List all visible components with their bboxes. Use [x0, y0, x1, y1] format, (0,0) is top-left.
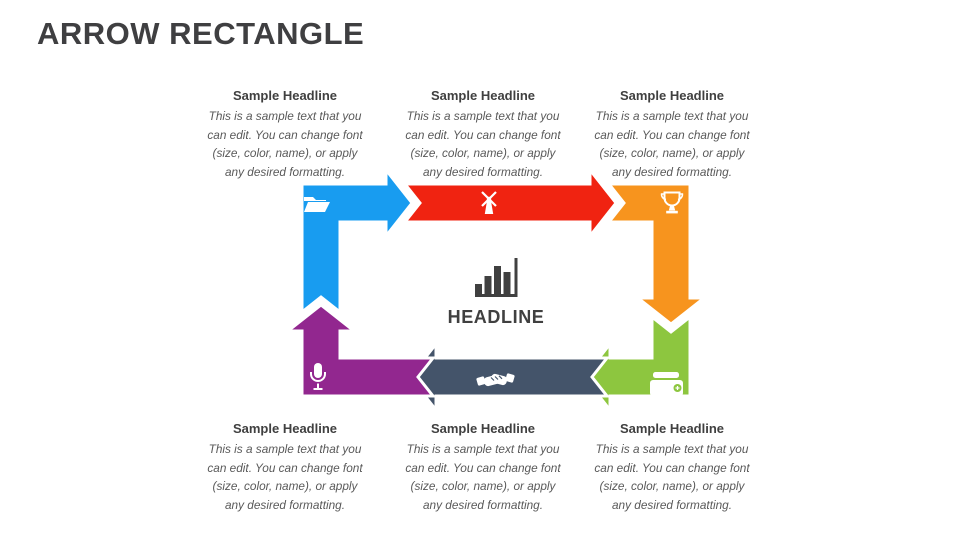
- block-body-line: any desired formatting.: [225, 497, 345, 512]
- text-block-top-right: Sample Headline This is a sample text th…: [577, 88, 767, 181]
- block-body-line: (size, color, name), or apply: [410, 479, 556, 493]
- center-headline: HEADLINE: [447, 307, 545, 327]
- block-body-line: This is a sample text that you: [595, 442, 749, 456]
- arrow-segment-red: [401, 165, 618, 241]
- block-body-line: can edit. You can change font: [594, 127, 750, 142]
- block-body-line: any desired formatting.: [225, 164, 345, 179]
- block-headline: Sample Headline: [430, 88, 536, 103]
- text-block-bottom-center: Sample Headline This is a sample text th…: [388, 421, 578, 514]
- block-body-line: This is a sample text that you: [406, 442, 560, 456]
- block-body-line: any desired formatting.: [423, 497, 543, 512]
- block-body-line: can edit. You can change font: [405, 460, 561, 475]
- block-body-line: can edit. You can change font: [207, 460, 363, 475]
- open-folder-icon: [304, 197, 330, 212]
- microphone-icon: [310, 363, 326, 390]
- wallet-icon: [650, 372, 683, 396]
- block-body-line: This is a sample text that you: [595, 109, 749, 123]
- block-body-line: (size, color, name), or apply: [212, 146, 358, 160]
- block-body-line: can edit. You can change font: [405, 127, 561, 142]
- text-block-top-left: Sample Headline This is a sample text th…: [190, 88, 380, 181]
- block-body-line: (size, color, name), or apply: [212, 479, 358, 493]
- slide-title: ARROW RECTANGLE: [37, 16, 365, 51]
- block-body-line: (size, color, name), or apply: [599, 479, 745, 493]
- text-block-top-center: Sample Headline This is a sample text th…: [388, 88, 578, 181]
- block-body-line: any desired formatting.: [423, 164, 543, 179]
- text-block-bottom-right: Sample Headline This is a sample text th…: [577, 421, 767, 514]
- block-body-line: can edit. You can change font: [594, 460, 750, 475]
- bar-chart-icon: [475, 258, 518, 297]
- text-block-bottom-left: Sample Headline This is a sample text th…: [190, 421, 380, 514]
- block-body-line: can edit. You can change font: [207, 127, 363, 142]
- block-headline: Sample Headline: [232, 421, 338, 436]
- arrow-segment-orange: [605, 182, 709, 326]
- block-body-line: This is a sample text that you: [208, 442, 362, 456]
- block-headline: Sample Headline: [232, 88, 338, 103]
- handshake-icon: [476, 373, 515, 387]
- block-body-line: any desired formatting.: [612, 164, 732, 179]
- block-body-line: (size, color, name), or apply: [599, 146, 745, 160]
- block-body-line: any desired formatting.: [612, 497, 732, 512]
- trophy-icon: [660, 191, 684, 214]
- block-headline: Sample Headline: [430, 421, 536, 436]
- block-headline: Sample Headline: [619, 421, 725, 436]
- windmill-icon: [481, 191, 497, 214]
- block-body-line: This is a sample text that you: [406, 109, 560, 123]
- arrow-segment-blue: [300, 165, 414, 316]
- block-body-line: (size, color, name), or apply: [410, 146, 556, 160]
- block-headline: Sample Headline: [619, 88, 725, 103]
- block-body-line: This is a sample text that you: [208, 109, 362, 123]
